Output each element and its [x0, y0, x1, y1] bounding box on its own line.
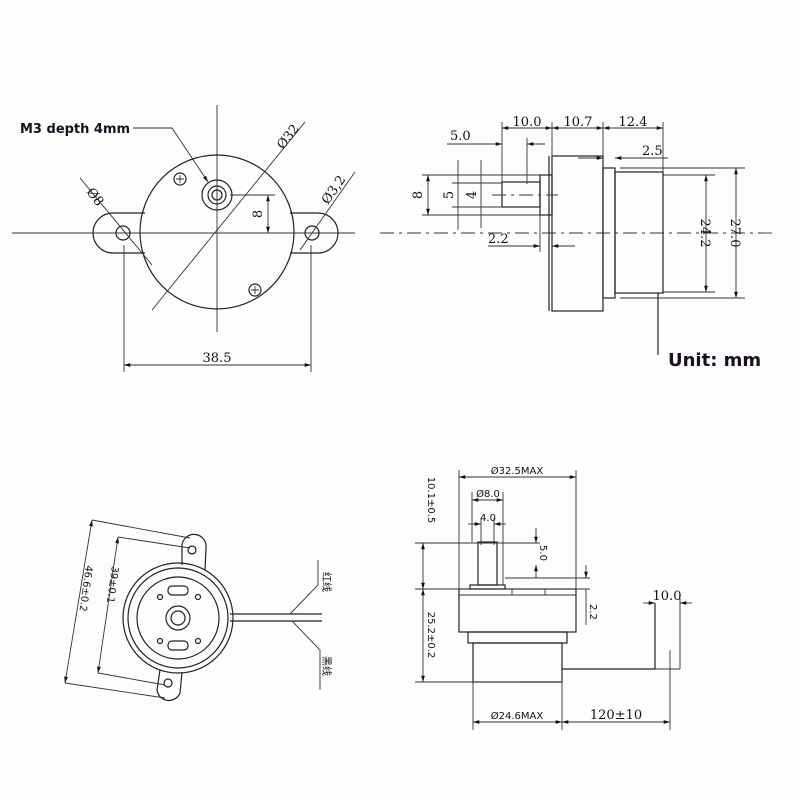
bottom-side-view: Ø32.5MAX Ø8.0 4.0 10.1±0.5 25.2±0.2 5.0 … [415, 465, 692, 730]
dim-label-step: 2.2 [587, 604, 598, 620]
red-wire-label: 红线 [320, 572, 333, 592]
dim-label-flat-len: 5.0 [450, 129, 471, 144]
top-tab [181, 533, 207, 571]
shaft-hole [211, 189, 223, 201]
dim-label-dia-hole: Ø3,2 [319, 173, 349, 207]
dia32-leader [151, 121, 306, 311]
bottom-tab [156, 669, 183, 702]
dim-label-shaft-offset: 8 [251, 210, 266, 218]
dim-label-bottom-dia: Ø24.6MAX [491, 710, 544, 722]
side-view: 10.0 10.7 12.4 5.0 2.5 2.2 8 5 4 24.2 27… [380, 115, 773, 371]
right-tab [290, 212, 339, 254]
front-view: 38.5 8 M3 depth 4mm Ø32 Ø8 Ø3,2 [12, 105, 356, 372]
dim-label-hole-span: 39±0.1 [104, 566, 120, 604]
black-wire-leader [291, 620, 321, 690]
dim-label-shaft-dia: Ø8.0 [476, 488, 500, 500]
black-wire-label: 黑线 [320, 656, 333, 676]
screw-icon [248, 283, 262, 297]
iso-view: 红线 黑线 46.6±0.2 39±0.1 [64, 519, 333, 702]
dim-label-flat-height: 5.0 [537, 545, 548, 561]
dia8-leader [79, 177, 153, 266]
screw-icon [173, 172, 187, 186]
dim-label-strip-length: 10.0 [653, 589, 682, 604]
dim-label-shaft-dia: 8 [411, 191, 426, 199]
shaft [477, 541, 498, 586]
dim-label-max-dia: Ø32.5MAX [491, 465, 544, 477]
unit-label: Unit: mm [668, 350, 761, 371]
left-hole [115, 225, 131, 241]
dim-label-step: 2.5 [642, 144, 663, 159]
dim-label-flat-width: 4 [465, 191, 480, 199]
dim-label-tab-span: 46.6±0.2 [77, 565, 94, 613]
dim-label-flange-dia: 27.0 [727, 219, 742, 248]
wire [230, 613, 322, 622]
dim-label-flat: 4.0 [480, 513, 496, 524]
shaft [501, 181, 541, 208]
dim-label-wire-length: 120±10 [590, 708, 642, 723]
dim-label-body-len: 10.7 [564, 115, 593, 130]
motor-body [139, 154, 295, 310]
right-hole [304, 225, 320, 241]
thread-leader [133, 127, 209, 183]
dim-label-body-height: 25.2±0.2 [425, 612, 436, 659]
dim-label-shaft-len: 10.0 [513, 115, 542, 130]
dim-label-cap-len: 12.4 [619, 115, 648, 130]
dim-label-shaft-height: 10.1±0.5 [425, 477, 436, 524]
dim-label-hole-spacing: 38.5 [203, 351, 232, 366]
motor-housing [122, 562, 234, 674]
dim-label-boss: 2.2 [488, 232, 509, 247]
gear-housing [472, 642, 563, 683]
cap [614, 171, 664, 294]
flange [467, 631, 568, 644]
red-wire-leader [289, 560, 319, 615]
thread-note: M3 depth 4mm [20, 122, 130, 137]
motor-body [551, 155, 604, 312]
dim-label-flat-dia: 5 [442, 191, 457, 199]
dia3-leader [299, 171, 356, 251]
dim-label-cap-dia: 24.2 [697, 219, 712, 248]
shaft-outer [207, 185, 227, 205]
left-tab [92, 212, 145, 254]
dim-label-dia-body: Ø32 [274, 122, 303, 153]
